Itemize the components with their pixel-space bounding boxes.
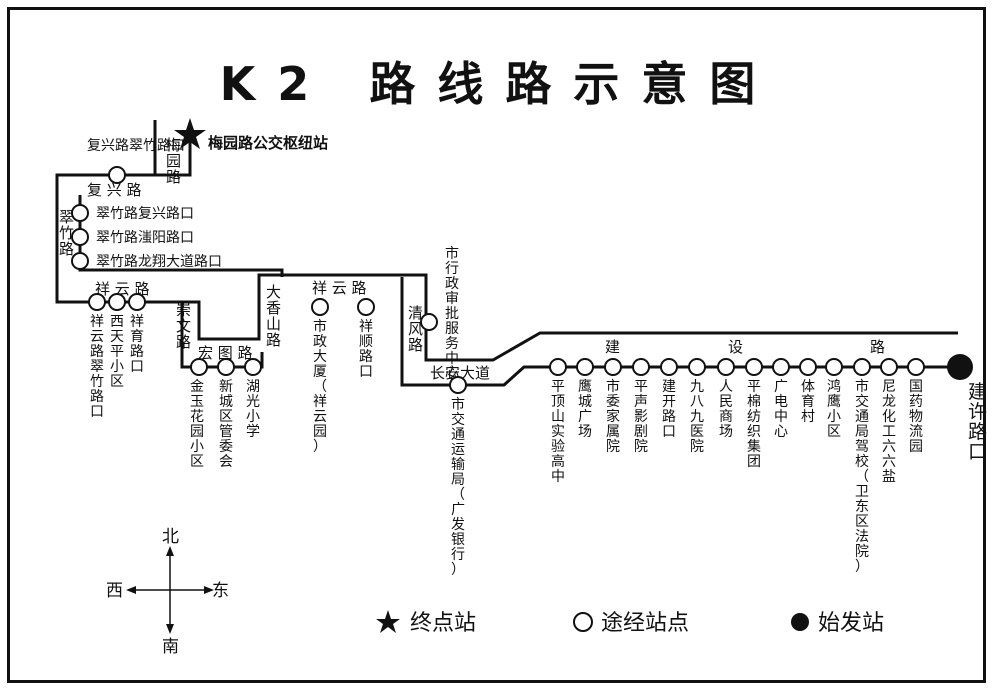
road-labels: 梅园路 复 兴 路 翠竹路 祥 云 路 崇文路 宏 图 路 大香山路 祥 云 路… xyxy=(59,136,885,382)
stop-marker xyxy=(71,228,89,246)
star-icon xyxy=(376,610,400,633)
stop-marker xyxy=(217,358,235,376)
stop-label: 九八九医院 xyxy=(690,379,704,455)
stop-label: 国药物流园 xyxy=(909,379,923,455)
stop-marker xyxy=(799,358,817,376)
road-label-jianshe-1: 建 xyxy=(605,338,620,356)
stop-marker xyxy=(772,358,790,376)
road-label-jianshe-3: 路 xyxy=(870,338,885,356)
compass-west: 西 xyxy=(106,581,123,601)
stop-marker xyxy=(688,358,706,376)
stop-label: 鹰城广场 xyxy=(578,379,592,440)
stop-marker xyxy=(128,293,146,311)
stop-marker xyxy=(108,293,126,311)
star-icon xyxy=(174,118,206,149)
stop-label: 广电中心 xyxy=(774,379,788,440)
legend: 终点站 途经站点 始发站 xyxy=(376,610,884,636)
origin-label: 建许路口 xyxy=(968,381,987,463)
stop-marker xyxy=(660,358,678,376)
stop-label: 祥顺路口 xyxy=(359,319,373,380)
stop-marker xyxy=(420,313,438,331)
stop-marker xyxy=(549,358,567,376)
filled-circle-icon xyxy=(791,613,809,631)
origin: 建许路口 xyxy=(947,354,987,463)
terminus: 梅园路公交枢纽站 xyxy=(174,118,328,152)
stop-label: 人民商场 xyxy=(719,379,733,440)
stop-marker xyxy=(357,298,375,316)
map-title: K2 路线路示意图 xyxy=(219,57,778,111)
stop-label: 市交通运输局（广发银行） xyxy=(451,396,465,578)
stop-label: 建开路口 xyxy=(662,379,676,440)
stop-label: 祥育路口 xyxy=(130,314,144,375)
stop-label: 翠竹路龙翔大道路口 xyxy=(96,254,222,270)
stop-marker xyxy=(717,358,735,376)
route-line-qingfeng xyxy=(424,322,958,362)
stop-label: 西天平小区 xyxy=(110,314,124,390)
filled-circle-icon xyxy=(947,354,973,380)
stop-marker xyxy=(745,358,763,376)
stop-label: 翠竹路复兴路口 xyxy=(96,205,194,222)
stop-marker xyxy=(576,358,594,376)
stop-label: 湖光小学 xyxy=(246,379,260,440)
stop-marker xyxy=(108,166,126,184)
stop-marker xyxy=(449,376,467,394)
compass: 北 南 西 东 xyxy=(106,527,229,657)
road-label-chongwen: 崇文路 xyxy=(176,301,191,351)
road-label-meiyuan: 梅园路 xyxy=(166,136,181,186)
terminus-label: 梅园路公交枢纽站 xyxy=(208,134,328,152)
stop-label: 市委家属院 xyxy=(606,378,620,455)
road-label-qingfeng: 清风路 xyxy=(408,304,423,354)
stop-marker xyxy=(880,358,898,376)
road-label-daxiangshan: 大香山路 xyxy=(266,283,281,349)
stop-label: 体育村 xyxy=(801,379,815,425)
stop-label: 平顶山实验高中 xyxy=(551,379,565,485)
route-lines xyxy=(55,120,958,387)
compass-east: 东 xyxy=(212,581,229,601)
stop-marker xyxy=(853,358,871,376)
legend-stop-label: 途经站点 xyxy=(601,611,689,636)
stop-label: 金玉花园小区 xyxy=(190,379,204,470)
stop-label: 市交通局驾校（卫东区法院） xyxy=(855,378,869,575)
stop-label: 市行政审批服务中心 xyxy=(445,245,459,382)
road-label-changan: 长安大道 xyxy=(430,364,490,382)
stop-label: 复兴路翠竹路口 xyxy=(87,137,185,154)
stop-marker xyxy=(907,358,925,376)
stop-marker xyxy=(88,293,106,311)
compass-north: 北 xyxy=(162,527,179,547)
route-line-fuxing-branch xyxy=(155,128,192,177)
stop-marker xyxy=(311,298,329,316)
stop-label: 平声影剧院 xyxy=(634,379,648,455)
road-label-jianshe-2: 设 xyxy=(728,338,743,356)
road-label-hongtu: 宏 图 路 xyxy=(198,344,253,362)
route-line-west xyxy=(55,120,428,341)
stop-label: 平棉纺织集团 xyxy=(747,379,761,470)
road-label-cuizhu: 翠竹路 xyxy=(59,208,74,258)
stop-marker xyxy=(244,358,262,376)
stop-marker xyxy=(604,358,622,376)
stop-label: 鸿鹰小区 xyxy=(827,378,841,440)
stop-label: 市政大厦（祥云园） xyxy=(313,318,327,455)
stop-marker xyxy=(71,204,89,222)
stop-marker xyxy=(632,358,650,376)
road-label-xiangyun2: 祥 云 路 xyxy=(312,279,367,297)
stop-marker xyxy=(190,358,208,376)
stop-marker xyxy=(825,358,843,376)
stop-marker xyxy=(71,252,89,270)
stop-label: 尼龙化工六六盐 xyxy=(882,379,896,485)
stop-label: 祥云路翠竹路口 xyxy=(90,314,104,420)
stops: 复兴路翠竹路口翠竹路复兴路口翠竹路滍阳路口翠竹路龙翔大道路口祥云路翠竹路口西天平… xyxy=(71,137,925,578)
road-label-fuxing: 复 兴 路 xyxy=(87,181,142,199)
legend-origin-label: 始发站 xyxy=(818,611,884,636)
open-circle-icon xyxy=(573,612,593,632)
stop-label: 新城区管委会 xyxy=(219,379,233,470)
stop-label: 翠竹路滍阳路口 xyxy=(96,230,194,246)
legend-terminus-label: 终点站 xyxy=(410,611,476,636)
compass-south: 南 xyxy=(162,637,179,657)
